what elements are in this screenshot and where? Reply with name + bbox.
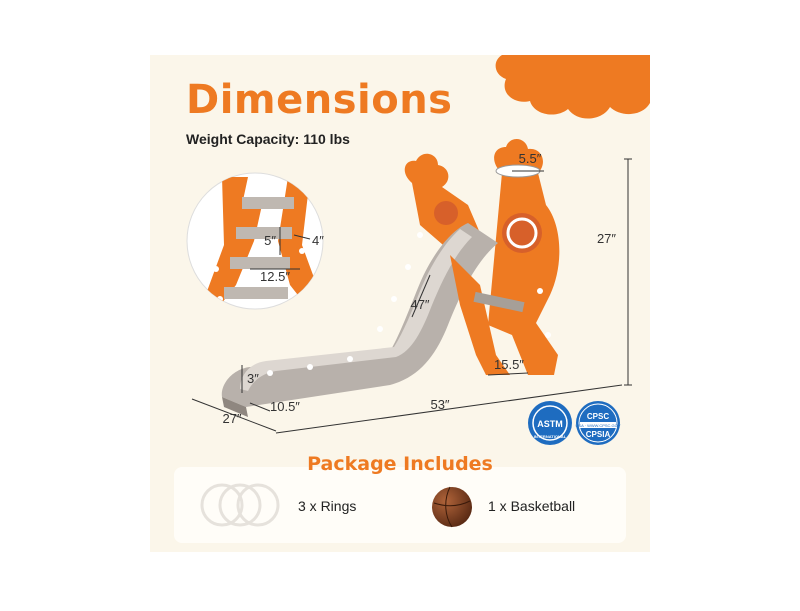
total-length-label: 53″ (430, 397, 449, 412)
slide-width-label: 10.5″ (270, 399, 300, 414)
rings-icon (200, 483, 280, 527)
basketball-icon (432, 486, 472, 528)
product-card: Dimensions Weight Capacity: 110 lbs (150, 55, 650, 552)
slide-diagram: 5.5″ 27″ 5″ 4″ 12.5″ 47″ 3″ 15.5″ 10.5″ … (186, 138, 632, 445)
astm-sub: INTERNATIONAL (534, 434, 567, 439)
package-panel (174, 467, 626, 543)
total-height-label: 27″ (597, 231, 616, 246)
base-depth-label: 15.5″ (494, 357, 524, 372)
cloud-decoration (495, 55, 650, 119)
rings-label: 3 x Rings (298, 498, 357, 514)
slide-length-label: 47″ (410, 297, 429, 312)
page-title: Dimensions (186, 77, 453, 123)
slide-illustration (221, 138, 560, 417)
steps-inset (186, 172, 324, 310)
weight-capacity: Weight Capacity: 110 lbs (186, 131, 350, 147)
cpsc-top: CPSC (587, 412, 609, 421)
cpsc-logo: CPSC USA · WWW.CPSC.GOV CPSIA (576, 401, 621, 445)
hoop-width-label: 5.5″ (519, 151, 542, 166)
step-height-label: 5″ (264, 233, 276, 248)
astm-logo: ASTM INTERNATIONAL (528, 401, 572, 445)
dimension-lines (191, 158, 632, 434)
width-label: 27″ (222, 411, 241, 426)
step-width-label: 12.5″ (260, 269, 290, 284)
step-depth-label: 4″ (312, 233, 324, 248)
astm-label: ASTM (537, 419, 563, 429)
basketball-label: 1 x Basketball (488, 498, 576, 514)
cpsc-bottom: CPSIA (586, 430, 611, 439)
package-title: Package Includes (307, 453, 493, 475)
cpsc-mid: USA · WWW.CPSC.GOV (576, 423, 621, 428)
slide-side-height-label: 3″ (247, 371, 259, 386)
